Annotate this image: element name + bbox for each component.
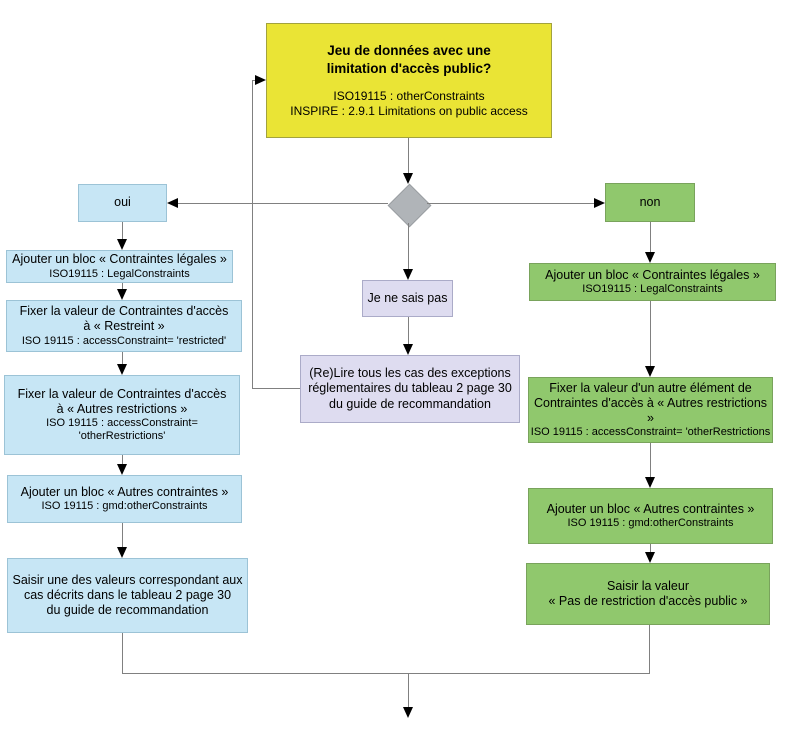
je-ne-sais-pas-label: Je ne sais pas (367, 290, 448, 305)
arrowhead-relire (403, 344, 413, 355)
node-no-saisir-valeur: Saisir la valeur « Pas de restriction d'… (526, 563, 770, 625)
connector-diamond-oui (178, 203, 388, 204)
connector-relire-feedback-v (252, 80, 253, 388)
connector-yes-3-4 (122, 455, 123, 464)
arrowhead-yes-3 (117, 364, 127, 375)
node-text: Fixer la valeur de Contraintes d'accès à… (17, 386, 227, 416)
arrowhead-non (594, 198, 605, 208)
connector-yes-4-5 (122, 523, 123, 547)
node-text: Saisir la valeur « Pas de restriction d'… (548, 578, 748, 608)
node-yes-saisir-valeurs: Saisir une des valeurs correspondant aux… (7, 558, 248, 633)
arrowhead-exit (403, 707, 413, 718)
question-title: Jeu de données avec une limitation d'acc… (326, 42, 492, 76)
connector-oui-1 (122, 222, 123, 239)
node-code: ISO 19115 : gmd:otherConstraints (41, 500, 208, 513)
node-text: Ajouter un bloc « Autres contraintes » (546, 501, 755, 516)
connector-diamond-unsure (408, 223, 409, 269)
connector-no-bottom (649, 625, 650, 673)
node-no-autres-contraintes: Ajouter un bloc « Autres contraintes » I… (528, 488, 773, 544)
node-label-je-ne-sais-pas: Je ne sais pas (362, 280, 453, 317)
node-text: Saisir une des valeurs correspondant aux… (12, 572, 243, 618)
node-text: Fixer la valeur de Contraintes d'accès à… (19, 304, 229, 334)
arrowhead-no-2 (645, 366, 655, 377)
node-label-oui: oui (78, 184, 167, 222)
arrowhead-yes-2 (117, 289, 127, 300)
connector-diamond-non (427, 203, 594, 204)
node-label-non: non (605, 183, 695, 222)
node-code: ISO19115 : LegalConstraints (49, 267, 190, 280)
node-text: Ajouter un bloc « Contraintes légales » (12, 252, 227, 267)
node-text: Ajouter un bloc « Contraintes légales » (545, 267, 760, 282)
node-code: ISO 19115 : accessConstraint= 'otherRest… (530, 426, 771, 439)
connector-no-1-2 (650, 301, 651, 366)
node-code: ISO 19115 : accessConstraint= 'restricte… (21, 334, 227, 347)
connector-unsure-relire (408, 317, 409, 344)
node-no-contraintes-legales: Ajouter un bloc « Contraintes légales » … (529, 263, 776, 301)
connector-non-1 (650, 222, 651, 252)
node-yes-autres-contraintes: Ajouter un bloc « Autres contraintes » I… (7, 475, 242, 523)
arrowhead-yes-5 (117, 547, 127, 558)
node-yes-contraintes-legales: Ajouter un bloc « Contraintes légales » … (6, 250, 233, 283)
connector-exit (408, 673, 409, 707)
arrowhead-no-3 (645, 477, 655, 488)
connector-no-2-3 (650, 443, 651, 477)
connector-no-3-4 (650, 544, 651, 552)
arrowhead-yes-1 (117, 239, 127, 250)
arrowhead-yes-4 (117, 464, 127, 475)
oui-label: oui (114, 195, 131, 210)
connector-yes-1-2 (122, 283, 123, 289)
node-no-autres-restrictions: Fixer la valeur d'un autre élément de Co… (528, 377, 773, 443)
node-text: Fixer la valeur d'un autre élément de Co… (533, 380, 768, 426)
connector-yes-2-3 (122, 352, 123, 364)
decision-diamond (387, 183, 432, 228)
connector-relire-feedback-h (252, 388, 300, 389)
arrowhead-no-4 (645, 552, 655, 563)
non-label: non (639, 194, 661, 209)
node-code: ISO 19115 : accessConstraint= 'otherRest… (46, 417, 198, 443)
arrowhead-unsure (403, 269, 413, 280)
question-subtitle: ISO19115 : otherConstraints INSPIRE : 2.… (290, 89, 528, 119)
node-unsure-relire: (Re)Lire tous les cas des exceptions rég… (300, 355, 520, 423)
node-yes-autres-restrictions: Fixer la valeur de Contraintes d'accès à… (4, 375, 240, 455)
arrowhead-into-question (255, 75, 266, 85)
node-code: ISO 19115 : gmd:otherConstraints (567, 517, 734, 530)
node-text: (Re)Lire tous les cas des exceptions rég… (308, 366, 512, 411)
connector-yes-bottom (122, 633, 123, 673)
connector-bottom-merge (122, 673, 650, 674)
arrowhead-diamond (403, 173, 413, 184)
connector-question-diamond (408, 138, 409, 174)
node-text: Ajouter un bloc « Autres contraintes » (20, 484, 229, 499)
node-question: Jeu de données avec une limitation d'acc… (266, 23, 552, 138)
node-code: ISO19115 : LegalConstraints (582, 283, 723, 296)
node-yes-restreint: Fixer la valeur de Contraintes d'accès à… (6, 300, 242, 352)
arrowhead-oui (167, 198, 178, 208)
arrowhead-no-1 (645, 252, 655, 263)
